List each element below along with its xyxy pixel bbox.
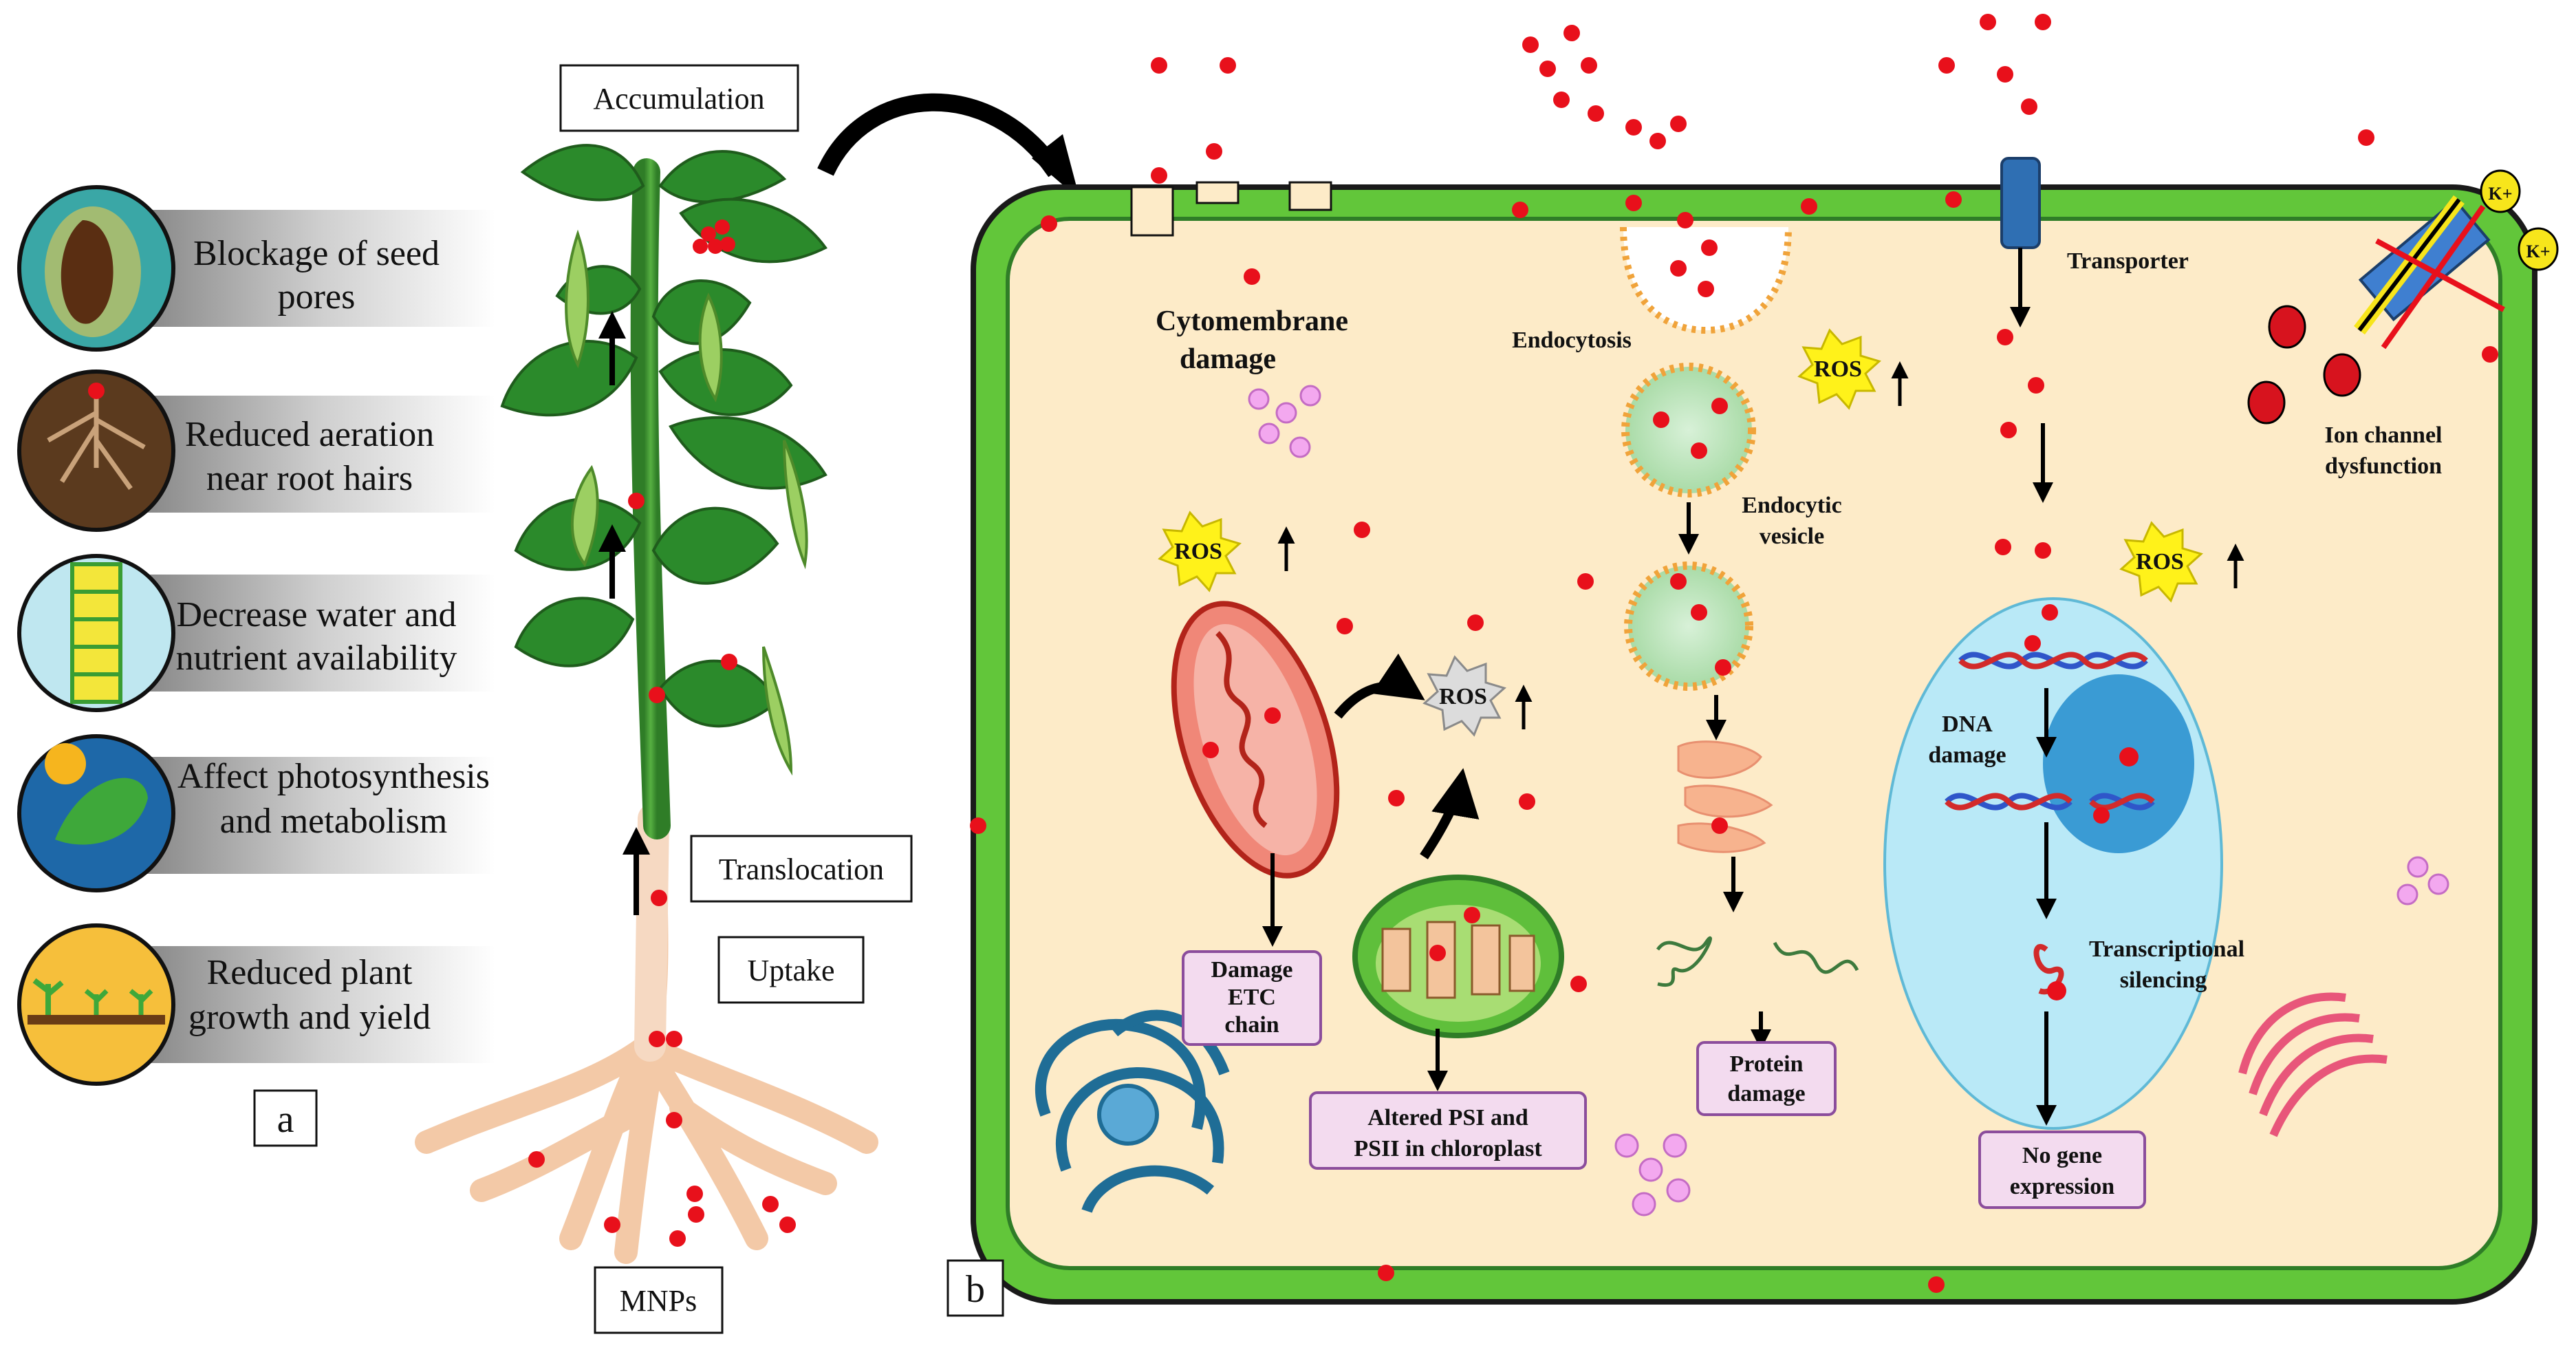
translocation-box [690, 835, 913, 903]
seed-icon [61, 220, 113, 324]
effect-line-2: and metabolism [220, 802, 448, 841]
small-vesicles [1248, 385, 2449, 1217]
endocytosis-pocket [1620, 226, 1792, 334]
damage-etc-box: Damage ETC chain [1182, 950, 1322, 1046]
effect-line-2: nutrient availability [176, 639, 457, 678]
curved-arrow [817, 93, 1063, 178]
golgi-apparatus [2238, 992, 2388, 1137]
protein-damage-line: Protein [1729, 1051, 1803, 1077]
cytomembrane-label: Cytomembrane [1156, 306, 1348, 337]
ion-channel: K+ K+ [2247, 169, 2559, 425]
effect-row: Reduced plant growth and yield [17, 923, 495, 1086]
plant-illustration [415, 144, 878, 1264]
endoplasmic-reticulum [1035, 1009, 1230, 1214]
ros-label: ROS [1439, 684, 1487, 709]
damage-etc-line: Damage [1211, 957, 1293, 983]
protein-strands-icon [1656, 936, 1859, 987]
transporter-label: Transporter [2067, 248, 2189, 274]
panel-b-label-box [946, 1259, 1004, 1317]
no-gene-expression-line: No gene [2022, 1143, 2102, 1168]
k-plus-label: K+ [2526, 242, 2550, 261]
transcriptional-silencing-label: Transcriptional [2089, 936, 2244, 962]
water-column-icon [70, 562, 122, 704]
effect-line-1: Affect photosynthesis [177, 757, 490, 796]
protein-damage-box: Protein damage [1696, 1041, 1837, 1116]
damage-etc-line: chain [1224, 1012, 1279, 1038]
effect-line-1: Reduced plant [207, 953, 413, 992]
no-gene-expression-box: No gene expression [1978, 1131, 2146, 1209]
ros-star: ROS [1158, 511, 1242, 592]
uptake-label: Uptake [747, 954, 834, 987]
mnps-label: MNPs [620, 1284, 697, 1318]
translocation-label: Translocation [719, 853, 884, 886]
endocytic-vesicle-label: vesicle [1760, 524, 1824, 549]
chloroplast [1352, 875, 1564, 1038]
endocytosis-label: Endocytosis [1512, 328, 1632, 353]
accumulation-label: Accumulation [593, 82, 764, 116]
mnps-box [594, 1266, 724, 1334]
uptake-box [717, 936, 865, 1004]
ros-label: ROS [2136, 549, 2184, 575]
accumulation-box [559, 64, 799, 132]
cytomembrane-label: damage [1180, 343, 1276, 375]
k-plus-label: K+ [2488, 184, 2512, 204]
protein-damage-line: damage [1727, 1081, 1805, 1106]
leaf-sun-icon [45, 743, 148, 845]
damage-etc-line: ETC [1228, 985, 1276, 1010]
transcriptional-silencing-label: silencing [2120, 967, 2207, 993]
ros-star: ROS [2119, 521, 2203, 603]
panel-b: Transporter K+ K+ [946, 14, 2559, 1317]
endocytic-vesicle [1621, 363, 1756, 691]
effect-line-1: Blockage of seed [193, 234, 440, 273]
effect-line-2: growth and yield [188, 998, 431, 1037]
altered-ps-line: PSII in chloroplast [1354, 1136, 1542, 1161]
effect-line-2: near root hairs [206, 459, 413, 498]
ros-star: ROS [1797, 328, 1881, 410]
effect-row: Reduced aeration near root hairs [17, 369, 495, 532]
seedling-icon [28, 978, 165, 1025]
transporter-protein [2000, 157, 2041, 249]
effect-line-1: Reduced aeration [185, 415, 434, 454]
dna-damage-label: DNA [1942, 711, 1993, 737]
nanoparticles [970, 14, 2498, 1293]
altered-ps-box: Altered PSI and PSII in chloroplast [1309, 1091, 1587, 1170]
effect-line-1: Decrease water and [176, 595, 456, 634]
dna-damage-label: damage [1928, 742, 2006, 768]
protein-fragments [1677, 740, 1773, 853]
ion-channel-label: Ion channel [2325, 422, 2443, 448]
panel-a-label-box [253, 1089, 318, 1147]
panel-a: Blockage of seed pores Reduced aeration … [17, 64, 1080, 1334]
panel-b-label: b [966, 1268, 985, 1311]
endocytic-vesicle-label: Endocytic [1742, 493, 1841, 518]
effect-row: Decrease water and nutrient availability [17, 554, 495, 712]
ros-label: ROS [1814, 356, 1862, 382]
ion-channel-label: dysfunction [2325, 453, 2442, 479]
panel-a-label: a [277, 1098, 294, 1141]
mitochondrion [1171, 601, 1340, 879]
altered-ps-line: Altered PSI and [1367, 1105, 1528, 1131]
ros-star: ROS [1422, 655, 1506, 737]
effect-row: Affect photosynthesis and metabolism [17, 734, 495, 892]
effect-row: Blockage of seed pores [17, 185, 495, 352]
dna-helix [1945, 652, 2155, 811]
no-gene-expression-line: expression [2010, 1174, 2114, 1199]
effect-line-2: pores [278, 277, 356, 317]
ros-label: ROS [1174, 539, 1222, 564]
root-soil-icon [47, 385, 146, 491]
nucleus [1883, 597, 2223, 1130]
